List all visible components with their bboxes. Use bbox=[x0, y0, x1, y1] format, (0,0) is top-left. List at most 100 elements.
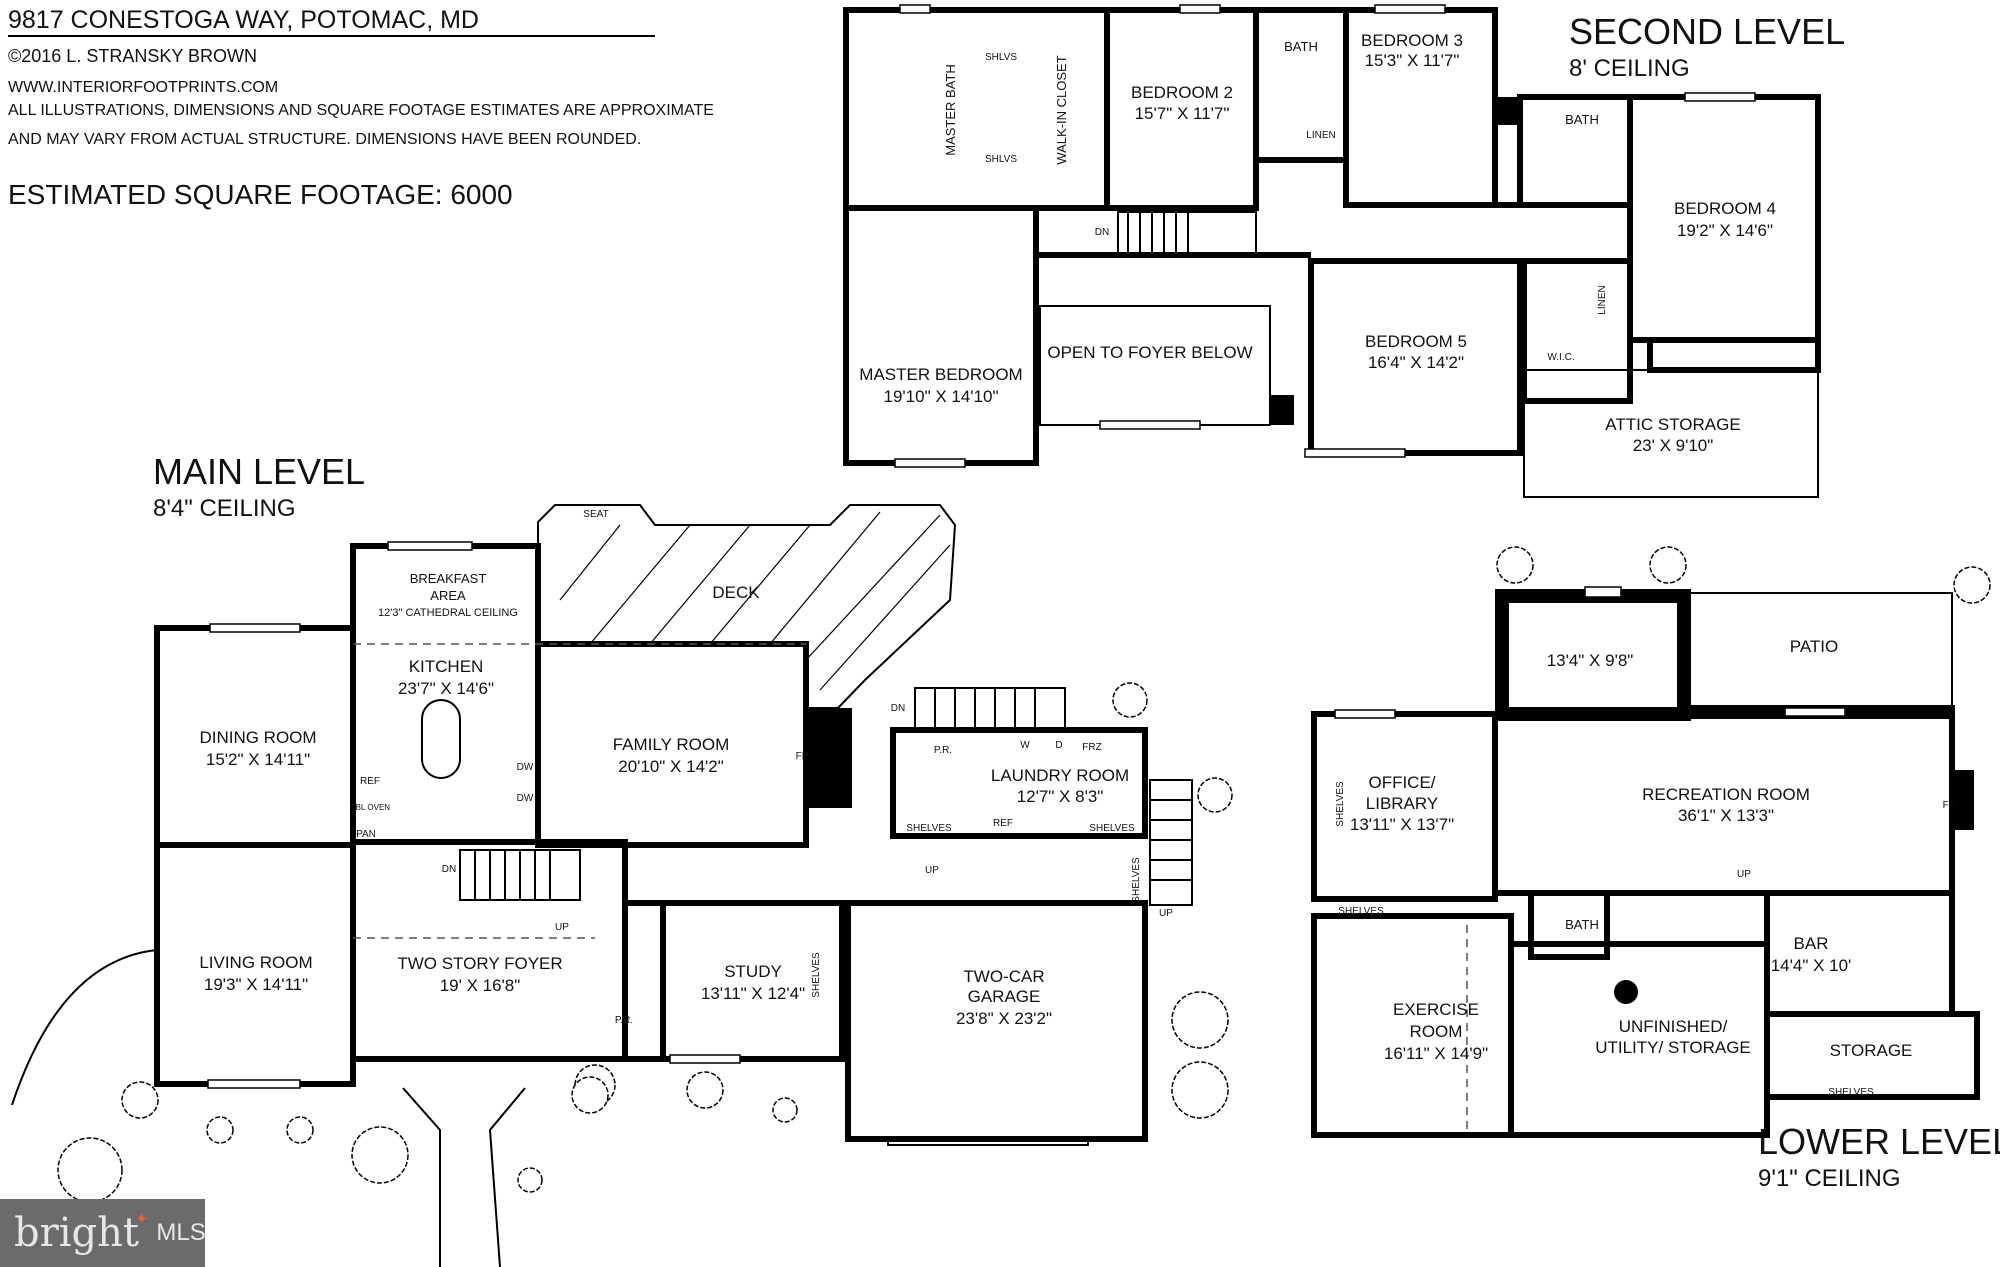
room-name: EXERCISE bbox=[1393, 1000, 1479, 1019]
window bbox=[1684, 92, 1756, 102]
room-name: UTILITY/ STORAGE bbox=[1595, 1038, 1751, 1057]
pantry-label: PAN bbox=[356, 829, 376, 840]
study-wall bbox=[660, 900, 845, 1062]
dishwasher-label: DW bbox=[517, 793, 534, 804]
breakfast-ceiling-label: 12'3" CATHEDRAL CEILING bbox=[378, 607, 518, 619]
room-name: UNFINISHED/ bbox=[1619, 1017, 1728, 1036]
second-level: SECOND LEVEL 8' CEILING MASTER BATH bbox=[843, 4, 1845, 498]
garage-label: TWO-CAR bbox=[963, 967, 1044, 986]
room-dims: 12'7" X 8'3" bbox=[1017, 787, 1104, 806]
walkway bbox=[402, 1087, 526, 1267]
master-bath-label: MASTER BATH bbox=[943, 64, 958, 156]
bath-label: BATH bbox=[1565, 112, 1599, 127]
room-dims: 20'10" X 14'2" bbox=[618, 757, 724, 776]
fireplace-label: FP bbox=[796, 751, 809, 762]
ref-label: REF bbox=[993, 818, 1013, 829]
second-level-ceiling: 8' CEILING bbox=[1569, 55, 1690, 82]
room-name: FAMILY ROOM bbox=[613, 735, 730, 754]
logo-brand: bright bbox=[14, 1210, 139, 1256]
room-name: MASTER BEDROOM bbox=[859, 365, 1022, 384]
room-dims: 15'7" X 11'7" bbox=[1135, 104, 1230, 123]
room-name: DINING ROOM bbox=[199, 728, 316, 747]
driveway-curve bbox=[11, 949, 158, 1106]
header: 9817 CONESTOGA WAY, POTOMAC, MD ©2016 L.… bbox=[8, 6, 714, 210]
room-dims: 13'11" X 13'7" bbox=[1350, 815, 1454, 834]
stairs-down-label: DN bbox=[442, 864, 456, 875]
room-name: LIVING ROOM bbox=[199, 953, 312, 972]
bath-wall bbox=[1528, 890, 1610, 960]
room-name: BAR bbox=[1794, 934, 1829, 953]
garage-door bbox=[887, 1138, 1089, 1146]
room-name: KITCHEN bbox=[409, 657, 484, 676]
window bbox=[899, 4, 931, 14]
window bbox=[387, 541, 473, 551]
shelves-label: SHELVES bbox=[1338, 906, 1384, 917]
room-dims: 16'11" X 14'9" bbox=[1384, 1044, 1488, 1063]
chimney bbox=[1270, 395, 1294, 425]
main-level-ceiling: 8'4" CEILING bbox=[153, 495, 296, 522]
disclaimer-line1: ALL ILLUSTRATIONS, DIMENSIONS AND SQUARE… bbox=[8, 102, 714, 119]
stairs-up-label: UP bbox=[555, 922, 569, 933]
address: 9817 CONESTOGA WAY, POTOMAC, MD bbox=[8, 6, 479, 34]
stairs-up-label: UP bbox=[925, 865, 939, 876]
seat-label: SEAT bbox=[583, 509, 608, 520]
window bbox=[1304, 448, 1406, 458]
room-name: LIBRARY bbox=[1366, 794, 1438, 813]
shelves-label: SHLVS bbox=[985, 52, 1017, 63]
master-bedroom-wall bbox=[843, 205, 1039, 466]
storage-wall bbox=[1764, 1011, 1980, 1100]
logo-suffix: MLS bbox=[156, 1219, 206, 1246]
bar-wall bbox=[1764, 890, 1955, 1017]
window bbox=[1374, 4, 1446, 14]
shelves-label: SHELVES bbox=[1131, 857, 1142, 903]
main-level-title: MAIN LEVEL bbox=[153, 451, 365, 492]
logo-star-icon: ✦ bbox=[134, 1211, 149, 1228]
deck-outline bbox=[537, 504, 957, 709]
room-name: BEDROOM 4 bbox=[1674, 199, 1776, 218]
room-dims: 15'3" X 11'7" bbox=[1365, 51, 1460, 70]
walk-in-closet-label: WALK-IN CLOSET bbox=[1054, 55, 1069, 164]
fireplace bbox=[806, 708, 852, 808]
room-name: ATTIC STORAGE bbox=[1605, 415, 1740, 434]
window bbox=[209, 623, 301, 633]
shelves-label: SHELVES bbox=[1335, 781, 1346, 827]
fireplace bbox=[1952, 770, 1974, 830]
copyright: ©2016 L. STRANSKY BROWN bbox=[8, 46, 257, 66]
washer-label: W bbox=[1020, 740, 1030, 751]
linen-label: LINEN bbox=[1306, 130, 1335, 141]
bath-label: BATH bbox=[1565, 917, 1599, 932]
room-name: LAUNDRY ROOM bbox=[991, 766, 1129, 785]
patio-label: PATIO bbox=[1790, 637, 1839, 656]
room-name: TWO STORY FOYER bbox=[397, 954, 562, 973]
room-dims: 14'4" X 10' bbox=[1771, 956, 1852, 975]
powder-room-label: P.R. bbox=[934, 745, 952, 756]
breakfast-label: AREA bbox=[430, 588, 466, 603]
wic-label: W.I.C. bbox=[1547, 352, 1574, 363]
main-level: MAIN LEVEL 8'4" CEILING bbox=[11, 451, 1233, 1267]
lower-level-title: LOWER LEVEL bbox=[1758, 1121, 2000, 1162]
shelves-label: SHELVES bbox=[906, 823, 952, 834]
garage-dims: 23'8" X 23'2" bbox=[956, 1009, 1052, 1028]
room-name: BEDROOM 2 bbox=[1131, 83, 1233, 102]
disclaimer-line2: AND MAY VARY FROM ACTUAL STRUCTURE. DIME… bbox=[8, 131, 641, 148]
ref-label: REF bbox=[360, 776, 380, 787]
utility-column bbox=[1614, 980, 1638, 1004]
bath-label: BATH bbox=[1284, 39, 1318, 54]
landscaping-trees bbox=[1496, 546, 1991, 604]
room-dims: 36'1" X 13'3" bbox=[1678, 806, 1774, 825]
website: WWW.INTERIORFOOTPRINTS.COM bbox=[8, 79, 278, 96]
chimney bbox=[1495, 97, 1517, 125]
stairs bbox=[1117, 211, 1257, 257]
room-name: STORAGE bbox=[1830, 1041, 1913, 1060]
stairs bbox=[459, 687, 1193, 906]
lower-level-ceiling: 9'1" CEILING bbox=[1758, 1165, 1901, 1192]
powder-room-label: P.R. bbox=[615, 1015, 633, 1026]
landscaping-trees bbox=[57, 682, 1233, 1203]
stairs-down-label: DN bbox=[1095, 227, 1109, 238]
window bbox=[1099, 420, 1201, 430]
deck-label: DECK bbox=[712, 583, 760, 602]
room-name: OFFICE/ bbox=[1368, 773, 1435, 792]
shelves-label: SHELVES bbox=[811, 952, 822, 998]
stairs-up-label: UP bbox=[1737, 869, 1751, 880]
